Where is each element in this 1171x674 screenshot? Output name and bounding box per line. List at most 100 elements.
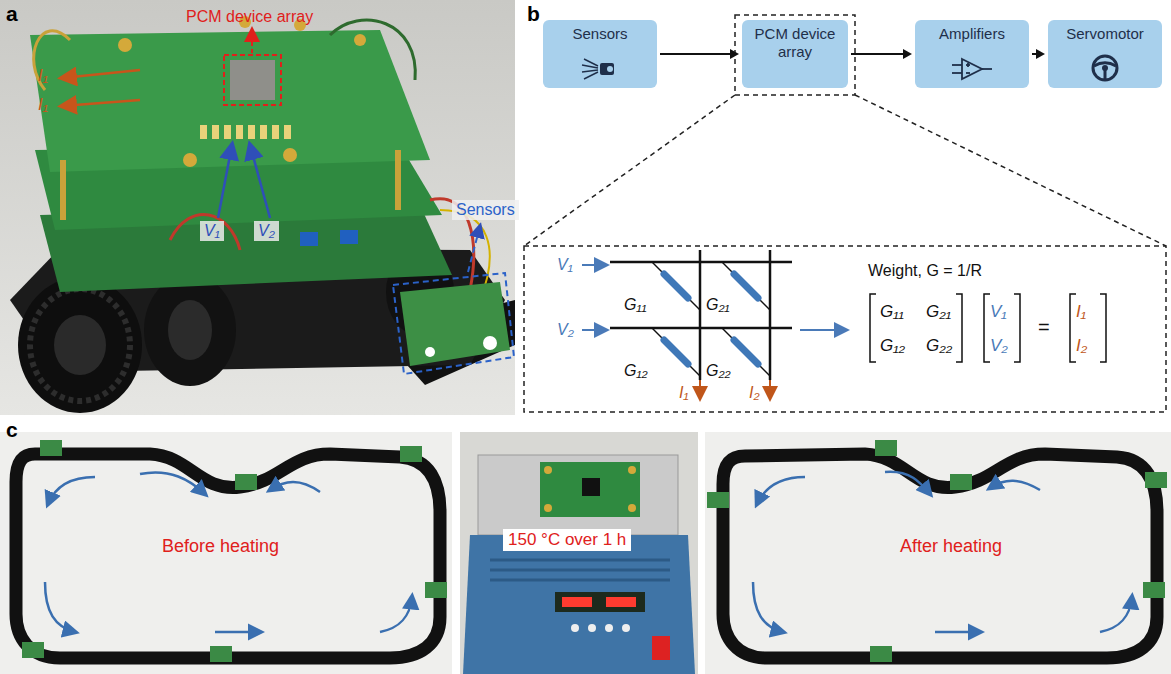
drawing-shape: [735, 15, 855, 95]
matrix-entry: I₂: [1076, 336, 1087, 356]
drawing-shape: [18, 277, 142, 413]
drawing-shape: [699, 250, 702, 380]
drawing-shape: [478, 455, 678, 535]
drawing-shape: [734, 274, 758, 298]
matrix-entry: G₂₂: [926, 336, 952, 356]
drawing-shape: [393, 273, 514, 374]
drawing-shape: [652, 328, 700, 376]
matrix-entry: G₁₁: [880, 302, 904, 322]
drawing-shape: [870, 646, 892, 662]
heater-photo: [460, 432, 698, 674]
drawing-shape: [30, 289, 130, 401]
box-label: Sensors: [549, 25, 651, 43]
drawing-shape: [584, 72, 598, 79]
drawing-shape: [952, 64, 962, 66]
drawing-shape: [753, 472, 1132, 632]
drawing-shape: [562, 597, 592, 607]
box-label: Amplifiers: [921, 25, 1023, 43]
drawing-shape: [62, 70, 140, 78]
drawing-shape: [664, 340, 688, 364]
track-photo-after: [705, 432, 1171, 674]
drawing-shape: [1093, 56, 1117, 80]
drawing-shape: [540, 462, 640, 517]
drawing-shape: [966, 72, 970, 74]
drawing-shape: [60, 160, 66, 220]
drawing-shape: [571, 624, 579, 632]
drawing-shape: [984, 294, 990, 362]
box-label: PCM device array: [748, 25, 842, 61]
matrix-entry: G₁₂: [880, 336, 905, 356]
drawing-shape: [628, 466, 636, 474]
drawing-shape: [582, 329, 606, 331]
matrix-entry: I₁: [1076, 302, 1086, 322]
drawing-shape: [354, 34, 366, 46]
drawing-shape: [1093, 56, 1117, 80]
signal-name: I₁: [38, 66, 48, 86]
callout-label: PCM device array: [186, 8, 313, 26]
drawing-shape: [967, 63, 969, 67]
photo-caption: 150 °C over 1 h: [503, 529, 631, 551]
drawing-shape: [22, 440, 447, 662]
drawing-shape: [982, 68, 992, 70]
drawing-shape: [962, 59, 982, 79]
drawing-shape: [952, 72, 962, 74]
drawing-shape: [582, 264, 606, 266]
drawing-shape: [952, 59, 992, 79]
drawing-shape: [118, 16, 366, 167]
drawing-shape: [607, 66, 613, 72]
drawing-shape: [425, 582, 447, 598]
drawing-shape: [1145, 472, 1167, 488]
drawing-shape: [769, 250, 772, 380]
drawing-shape: [757, 477, 805, 504]
drawing-shape: [140, 472, 205, 494]
drawing-shape: [395, 150, 401, 210]
drawing-shape: [664, 274, 758, 364]
drawing-shape: [0, 0, 515, 415]
track-photo-before: [0, 432, 452, 674]
drawing-shape: [707, 440, 1167, 662]
flow-arrow: [851, 49, 912, 59]
drawing-shape: [588, 624, 596, 632]
drawing-shape: [600, 63, 614, 75]
drawing-shape: [200, 125, 291, 139]
signal-name: V₂: [254, 221, 279, 241]
arrow-head: [1036, 49, 1045, 59]
equals-sign: =: [1038, 316, 1050, 339]
drawing-shape: [200, 125, 207, 139]
drawing-shape: [224, 55, 281, 105]
drawing-shape: [610, 250, 792, 380]
matrix-entry: G₂₁: [926, 302, 951, 322]
drawing-shape: [16, 454, 440, 658]
drawing-shape: [723, 454, 1157, 658]
drawing-shape: [1089, 53, 1121, 83]
drawing-shape: [34, 31, 70, 90]
conductance-label: G₂₂: [706, 362, 731, 380]
equation-text: Weight, G = 1/R: [868, 262, 982, 280]
conductance-label: G₂₁: [706, 296, 730, 314]
drawing-shape: [1143, 582, 1165, 598]
drawing-shape: [870, 294, 1106, 362]
photo-caption: After heating: [900, 536, 1002, 557]
drawing-shape: [555, 592, 645, 612]
drawing-shape: [753, 582, 783, 632]
drawing-shape: [250, 145, 270, 218]
process-box: Sensors: [543, 20, 657, 88]
signal-name: I₁: [38, 95, 48, 115]
drawing-shape: [270, 482, 320, 492]
drawing-shape: [582, 478, 600, 496]
drawing-shape: [875, 440, 897, 456]
drawing-shape: [664, 274, 688, 298]
flow-arrow: [660, 49, 739, 59]
drawing-shape: [118, 38, 132, 52]
drawing-shape: [40, 440, 62, 456]
drawing-shape: [544, 466, 636, 512]
drawing-shape: [1014, 294, 1020, 362]
panel-letter: c: [6, 418, 18, 442]
process-box: Servomotor: [1048, 20, 1162, 88]
crossbar-expansion: [524, 15, 1166, 412]
drawing-shape: [628, 504, 636, 512]
matrix-entry: V₁: [990, 302, 1007, 322]
drawing-shape: [582, 65, 598, 68]
drawing-shape: [956, 294, 962, 362]
drawing-shape: [490, 559, 670, 562]
